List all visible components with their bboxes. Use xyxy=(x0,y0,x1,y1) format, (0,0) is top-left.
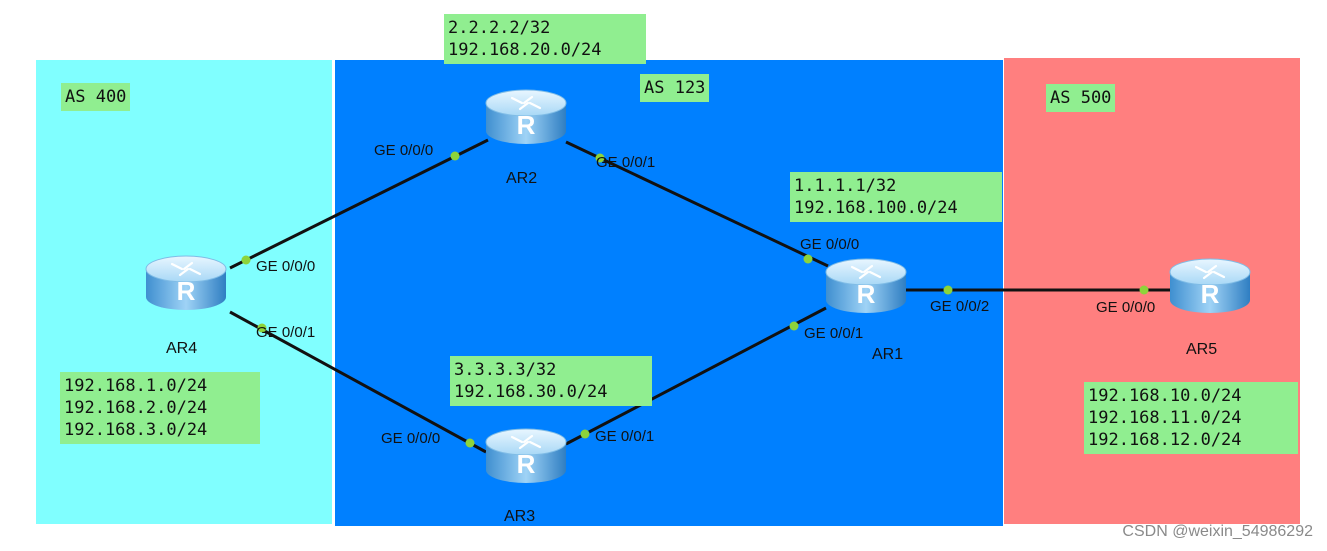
router-icon xyxy=(1168,257,1252,315)
iface-label-ar2-ge000: GE 0/0/0 xyxy=(374,142,433,159)
network-entry: 192.168.1.0/24 xyxy=(64,376,208,396)
as400-label: AS 400 xyxy=(61,83,131,111)
port-dot-ar1-ge002 xyxy=(943,285,953,295)
link-ar2-ar1 xyxy=(565,140,829,268)
router-ar4[interactable] xyxy=(144,254,228,312)
network-entry: 2.2.2.2/32 xyxy=(448,18,551,38)
ar5-networks-note: 192.168.10.0/24 192.168.11.0/24 192.168.… xyxy=(1084,382,1298,454)
router-name-ar3: AR3 xyxy=(504,508,535,525)
as500-label: AS 500 xyxy=(1046,84,1116,112)
router-name-ar5: AR5 xyxy=(1186,341,1217,358)
router-icon xyxy=(484,427,568,485)
iface-label-ar1-ge001: GE 0/0/1 xyxy=(804,325,863,342)
router-icon xyxy=(144,254,228,312)
iface-label-ar5-ge000: GE 0/0/0 xyxy=(1096,299,1155,316)
network-entry: 192.168.12.0/24 xyxy=(1088,430,1242,450)
port-dot-ar3-ge001 xyxy=(580,429,590,439)
port-dot-ar4-ge001 xyxy=(257,323,267,333)
router-name-ar4: AR4 xyxy=(166,340,197,357)
router-name-ar2: AR2 xyxy=(506,170,537,187)
port-dot-ar2-ge000 xyxy=(450,151,460,161)
network-entry: 192.168.3.0/24 xyxy=(64,420,208,440)
router-icon xyxy=(484,88,568,146)
ar2-networks-note: 2.2.2.2/32 192.168.20.0/24 xyxy=(444,14,646,64)
link-ar4-ar3 xyxy=(229,310,487,454)
network-entry: 192.168.11.0/24 xyxy=(1088,408,1242,428)
router-ar5[interactable] xyxy=(1168,257,1252,315)
router-name-ar1: AR1 xyxy=(872,346,903,363)
as123-label: AS 123 xyxy=(640,74,710,102)
network-entry: 192.168.2.0/24 xyxy=(64,398,208,418)
port-dot-ar3-ge000 xyxy=(465,438,475,448)
port-dot-ar1-ge000 xyxy=(803,254,813,264)
port-dot-ar5-ge000 xyxy=(1139,285,1149,295)
port-dot-ar2-ge001 xyxy=(595,153,605,163)
port-dot-ar1-ge001 xyxy=(789,321,799,331)
iface-label-ar3-ge001: GE 0/0/1 xyxy=(595,428,654,445)
iface-label-ar1-ge000: GE 0/0/0 xyxy=(800,236,859,253)
iface-label-ar4-ge000: GE 0/0/0 xyxy=(256,258,315,275)
network-entry: 192.168.30.0/24 xyxy=(454,382,608,402)
network-entry: 192.168.20.0/24 xyxy=(448,40,602,60)
network-entry: 1.1.1.1/32 xyxy=(794,176,897,196)
port-dot-ar4-ge000 xyxy=(241,255,251,265)
link-ar4-ar2 xyxy=(229,138,489,270)
iface-label-ar1-ge002: GE 0/0/2 xyxy=(930,298,989,315)
iface-label-ar4-ge001: GE 0/0/1 xyxy=(256,324,315,341)
ar3-networks-note: 3.3.3.3/32 192.168.30.0/24 xyxy=(450,356,652,406)
ar4-networks-note: 192.168.1.0/24 192.168.2.0/24 192.168.3.… xyxy=(60,372,260,444)
watermark: CSDN @weixin_54986292 xyxy=(1122,523,1313,540)
iface-label-ar2-ge001: GE 0/0/1 xyxy=(596,154,655,171)
network-entry: 3.3.3.3/32 xyxy=(454,360,557,380)
router-ar2[interactable] xyxy=(484,88,568,146)
network-entry: 192.168.10.0/24 xyxy=(1088,386,1242,406)
router-ar3[interactable] xyxy=(484,427,568,485)
link-ar3-ar1 xyxy=(565,306,827,446)
iface-label-ar3-ge000: GE 0/0/0 xyxy=(381,430,440,447)
network-entry: 192.168.100.0/24 xyxy=(794,198,958,218)
router-icon xyxy=(824,257,908,315)
router-ar1[interactable] xyxy=(824,257,908,315)
ar1-networks-note: 1.1.1.1/32 192.168.100.0/24 xyxy=(790,172,1002,222)
